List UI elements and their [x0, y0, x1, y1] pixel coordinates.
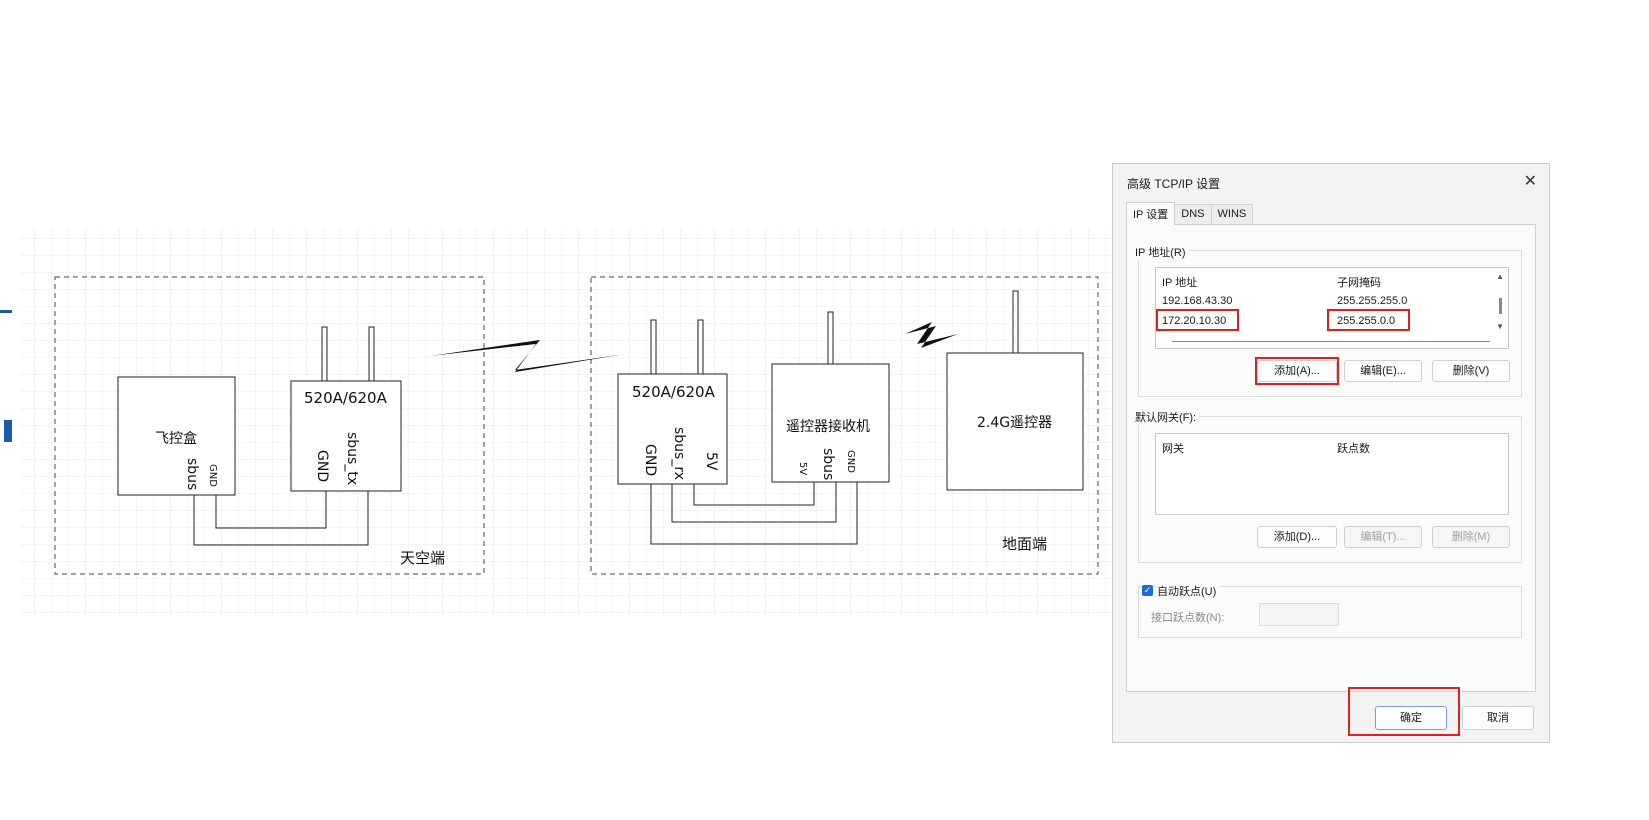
- receiver-label: 遥控器接收机: [786, 418, 870, 435]
- gateway-group-label: 默认网关(F):: [1135, 409, 1200, 425]
- highlight-add: [1255, 357, 1339, 385]
- ip-row-1-address[interactable]: 192.168.43.30: [1162, 295, 1233, 307]
- ip-row-2-mask[interactable]: 255.255.0.0: [1337, 315, 1396, 327]
- ground-wire-gnd: [650, 482, 858, 545]
- list-hscroll-track: [1172, 341, 1490, 342]
- scroll-thumb[interactable]: [1499, 298, 1502, 314]
- ip-address-group-label: IP 地址(R): [1135, 244, 1189, 260]
- gateway-add-button[interactable]: 添加(D)...: [1257, 526, 1337, 548]
- highlight-ok: [1348, 687, 1460, 736]
- advanced-tcpip-dialog: 高级 TCP/IP 设置 ✕ IP 设置 DNS WINS IP 地址(R) I…: [1112, 163, 1550, 743]
- flight-box: [117, 376, 236, 496]
- gateway-edit-button[interactable]: 编辑(T)...: [1344, 526, 1422, 548]
- ground-module: [617, 373, 728, 485]
- tab-ip-settings[interactable]: IP 设置: [1126, 202, 1176, 225]
- receiver-antenna: [827, 311, 834, 365]
- ip-column-header: IP 地址: [1162, 277, 1198, 289]
- ground-gnd-pin: GND: [642, 444, 658, 476]
- gateway-column-header: 网关: [1162, 443, 1184, 455]
- air-gnd-pin: GND: [314, 450, 330, 482]
- dialog-title: 高级 TCP/IP 设置: [1127, 177, 1221, 191]
- flight-box-gnd-pin: GND: [207, 464, 218, 487]
- cancel-button[interactable]: 取消: [1462, 706, 1534, 730]
- scroll-up-icon[interactable]: ▲: [1496, 272, 1504, 281]
- air-antenna-1: [321, 326, 328, 382]
- wireless-link-icon-2: [905, 322, 958, 348]
- metric-column-header: 跃点数: [1337, 443, 1370, 455]
- air-wire-outer: [193, 491, 369, 546]
- air-antenna-2: [368, 326, 375, 382]
- tab-bar: IP 设置 DNS WINS: [1126, 202, 1254, 225]
- gateway-delete-button[interactable]: 删除(M): [1432, 526, 1510, 548]
- flight-box-label: 飞控盒: [155, 430, 197, 447]
- auto-metric-label[interactable]: 自动跃点(U): [1157, 583, 1220, 599]
- ground-module-label: 520A/620A: [632, 383, 716, 401]
- tab-dns[interactable]: DNS: [1174, 204, 1212, 225]
- remote-label: 2.4G遥控器: [977, 415, 1052, 431]
- close-icon[interactable]: ✕: [1523, 173, 1537, 190]
- ip-add-button[interactable]: 添加(A)...: [1257, 360, 1337, 382]
- edge-fragment-2: [4, 420, 12, 442]
- ground-antenna-1: [650, 319, 657, 375]
- interface-metric-input[interactable]: [1259, 603, 1339, 626]
- ground-wire-sbus: [671, 482, 837, 523]
- air-wire-inner: [215, 491, 327, 529]
- air-module-label: 520A/620A: [304, 389, 388, 407]
- interface-metric-label: 接口跃点数(N):: [1151, 612, 1225, 624]
- ground-end-zone: [590, 276, 1099, 575]
- receiver-box: [771, 363, 890, 483]
- receiver-5v-pin: 5V: [797, 462, 808, 475]
- mask-column-header: 子网掩码: [1337, 277, 1381, 289]
- highlight-ip: [1156, 309, 1239, 331]
- highlight-mask: [1327, 309, 1410, 331]
- gateway-group: [1138, 416, 1522, 563]
- ground-5v-pin: 5V: [703, 452, 719, 471]
- remote-antenna: [1012, 290, 1019, 354]
- ground-antenna-2: [697, 319, 704, 375]
- tab-wins[interactable]: WINS: [1210, 204, 1254, 225]
- tab-panel: IP 地址(R) IP 地址 子网掩码 192.168.43.30 255.25…: [1126, 224, 1536, 692]
- ip-row-1-mask[interactable]: 255.255.255.0: [1337, 295, 1408, 307]
- edge-fragment: [0, 310, 12, 313]
- ip-row-2-address[interactable]: 172.20.10.30: [1162, 315, 1227, 327]
- ground-sbus-rx-pin: sbus_rx: [671, 427, 687, 480]
- receiver-gnd-pin: GND: [845, 450, 856, 473]
- scroll-down-icon[interactable]: ▼: [1496, 322, 1504, 331]
- ip-delete-button[interactable]: 删除(V): [1432, 360, 1510, 382]
- receiver-sbus-pin: sbus: [820, 448, 836, 480]
- ok-button[interactable]: 确定: [1375, 706, 1447, 730]
- metric-group: [1138, 586, 1522, 638]
- remote-box: [946, 352, 1084, 491]
- sky-end-zone: [54, 276, 485, 575]
- wiring-diagram: 飞控盒 sbus GND 520A/620A GND sbus_tx 天空端 5…: [0, 228, 1112, 616]
- flight-box-sbus-pin: sbus: [184, 458, 200, 490]
- ip-edit-button[interactable]: 编辑(E)...: [1344, 360, 1422, 382]
- auto-metric-checkbox[interactable]: ✓: [1142, 585, 1153, 596]
- ip-address-list[interactable]: IP 地址 子网掩码 192.168.43.30 255.255.255.0 1…: [1155, 267, 1509, 349]
- ground-wire-5v: [693, 482, 815, 506]
- air-module: [290, 380, 402, 492]
- ip-address-group: [1138, 250, 1522, 397]
- air-sbus-tx-pin: sbus_tx: [344, 432, 360, 485]
- ground-end-label: 地面端: [1002, 535, 1047, 553]
- gateway-list[interactable]: 网关 跃点数: [1155, 433, 1509, 515]
- sky-end-label: 天空端: [400, 549, 445, 567]
